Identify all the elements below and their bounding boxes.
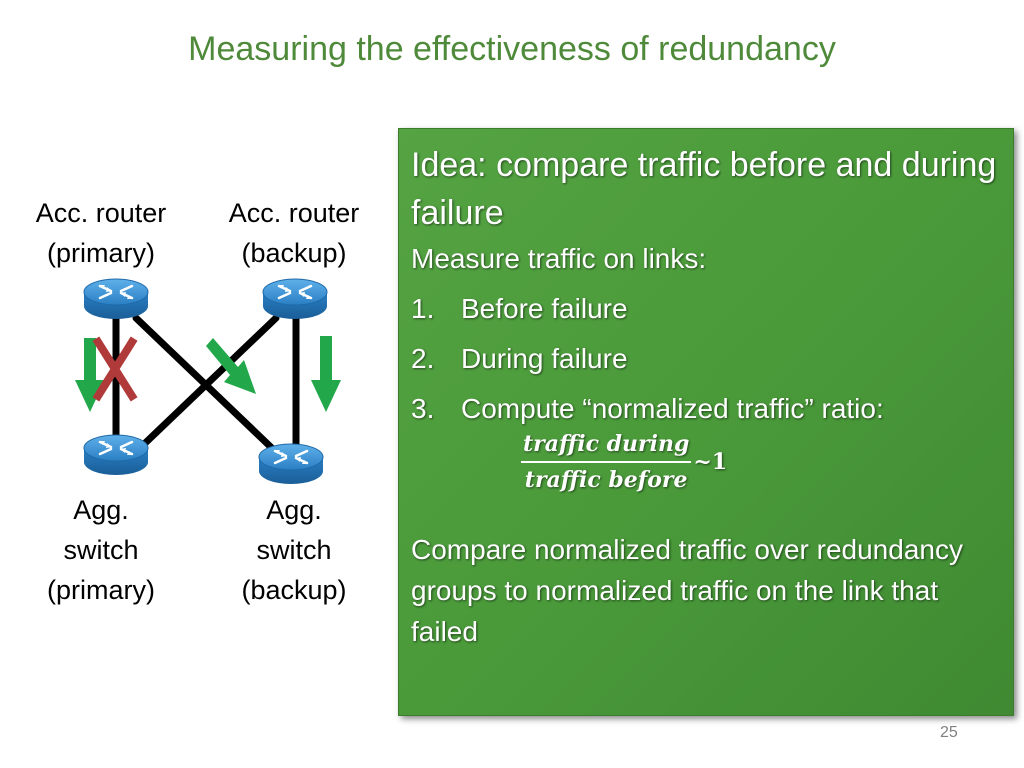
- list-text: During failure: [461, 343, 628, 374]
- label-line: (backup): [241, 238, 347, 268]
- label-line: (backup): [241, 575, 347, 605]
- link-acc-backup-agg-primary: [136, 314, 280, 452]
- measure-heading: Measure traffic on links:: [411, 243, 707, 274]
- formula-approx: ~1: [693, 449, 728, 475]
- ratio-fraction: traffic during traffic before: [521, 431, 692, 493]
- label-line: switch: [256, 535, 332, 565]
- list-text: Before failure: [461, 293, 628, 324]
- idea-statement: Idea: compare traffic before and during …: [411, 141, 1001, 237]
- arrow-diagonal-icon: [206, 338, 256, 394]
- list-text: Compute “normalized traffic” ratio:: [461, 393, 884, 424]
- label-line: (primary): [47, 238, 155, 268]
- page-number: 25: [940, 724, 958, 741]
- idea-text: compare traffic before and during failur…: [411, 146, 997, 232]
- label-line: (primary): [47, 575, 155, 605]
- label-agg-switch-backup: Agg. switch (backup): [207, 490, 381, 610]
- router-icon-acc-backup: [261, 277, 329, 321]
- router-icon-acc-primary: [82, 277, 150, 321]
- list-number: 1.: [411, 293, 435, 324]
- list-number: 3.: [411, 393, 435, 424]
- label-line: switch: [63, 535, 139, 565]
- router-icon-agg-backup: [257, 442, 325, 486]
- ratio-formula: traffic during traffic before ~1: [521, 431, 727, 493]
- label-line: Acc. router: [228, 198, 360, 228]
- formula-numerator: traffic during: [521, 431, 692, 463]
- label-acc-router-primary: Acc. router (primary): [12, 193, 190, 273]
- slide-title: Measuring the effectiveness of redundanc…: [188, 30, 836, 68]
- label-acc-router-backup: Acc. router (backup): [207, 193, 381, 273]
- formula-denominator: traffic before: [524, 467, 688, 493]
- arrow-down-right-icon: [311, 336, 341, 412]
- list-number: 2.: [411, 343, 435, 374]
- label-agg-switch-primary: Agg. switch (primary): [12, 490, 190, 610]
- idea-keyword: Idea:: [411, 146, 487, 184]
- label-line: Agg.: [266, 495, 322, 525]
- network-diagram: [75, 277, 341, 486]
- router-icon-agg-primary: [82, 433, 150, 477]
- compare-paragraph: Compare normalized traffic over redundan…: [411, 534, 963, 647]
- failure-x-icon: [92, 336, 138, 402]
- label-line: Acc. router: [35, 198, 167, 228]
- label-line: Agg.: [73, 495, 129, 525]
- idea-box: Idea: compare traffic before and during …: [398, 128, 1014, 716]
